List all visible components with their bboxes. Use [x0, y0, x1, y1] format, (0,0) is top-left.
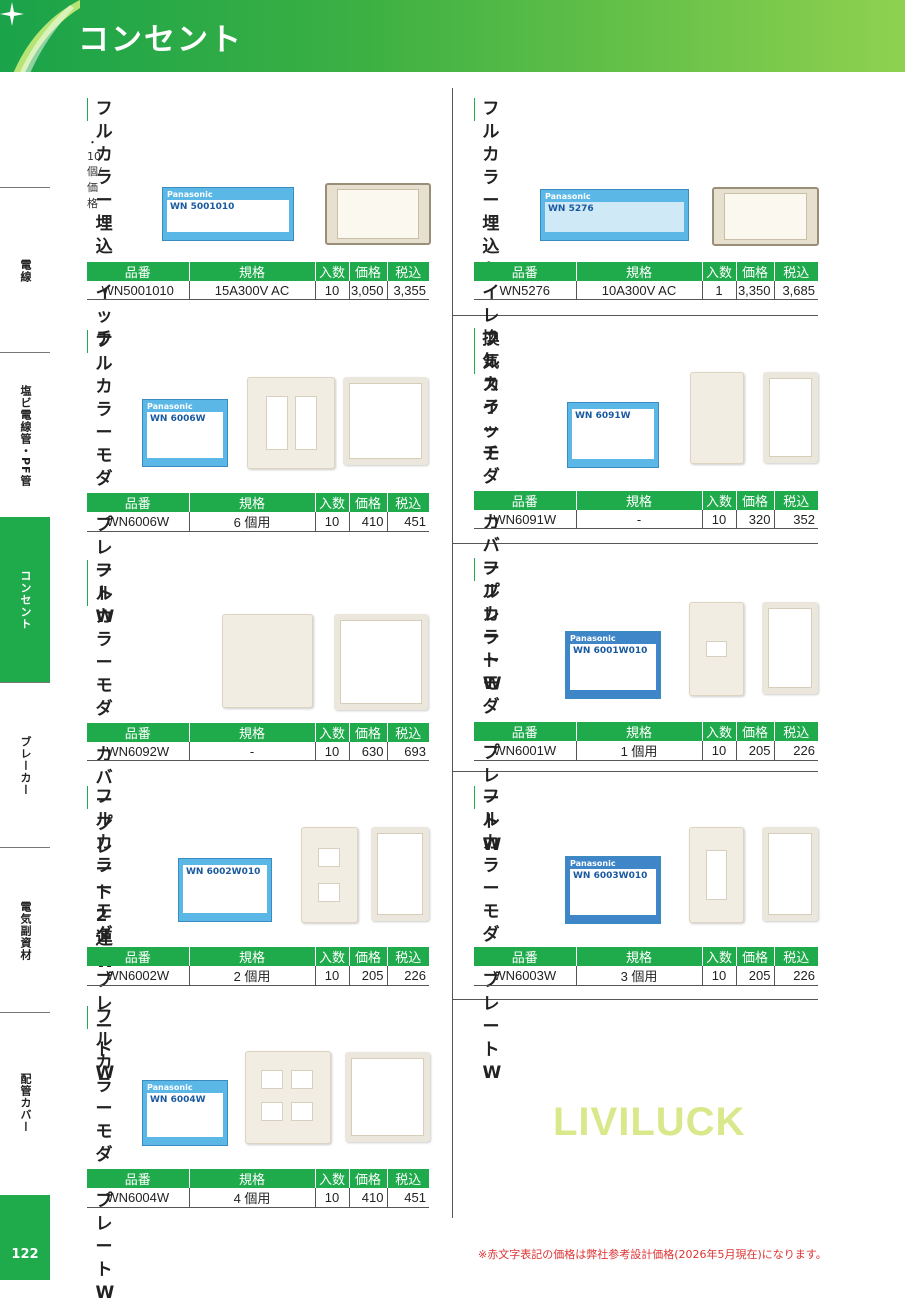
frame-image	[762, 602, 818, 694]
page-title: コンセント	[78, 22, 243, 58]
page-header: コンセント	[0, 0, 905, 160]
row-divider	[452, 999, 818, 1000]
frame-image	[763, 372, 818, 463]
brand-watermark: LIVILUCK	[553, 1100, 746, 1144]
row-divider	[452, 771, 818, 772]
sidebar-tab-fukushizai[interactable]: 電気副資材	[0, 847, 50, 1013]
column-divider	[452, 88, 453, 1218]
frame-image	[371, 827, 429, 921]
plate-image	[301, 827, 358, 923]
package-image: Panasonic WN 5276	[540, 189, 689, 241]
plate-image	[247, 377, 335, 469]
sidebar-tab-consent[interactable]: コンセント	[0, 517, 50, 682]
product-title: フルカラーモダンプレート W	[95, 331, 115, 627]
frame-image	[334, 614, 428, 710]
product-title: フルカラー埋込スイッチ	[95, 99, 113, 349]
product-title: フルカラー埋込トイレ換気スイッチ	[482, 99, 500, 464]
plate-image	[222, 614, 313, 708]
price-footnote: ※赤文字表記の価格は弊社参考設計価格(2026年5月現在)になります。	[478, 1248, 827, 1261]
package-image: Panasonic WN 6003W010	[565, 856, 661, 924]
plate-image	[245, 1051, 331, 1144]
switch-image	[325, 183, 431, 245]
package-image: Panasonic WN 6006W	[142, 399, 228, 467]
product-title: フルカラーモダンプレート W	[95, 787, 115, 1083]
product-title: フルカラーモダン カバープレート 2 連 W	[95, 561, 115, 972]
package-image: WN 6091W	[567, 402, 659, 468]
switch-image	[712, 187, 819, 246]
plate-image	[689, 602, 744, 696]
package-image: WN 6002W010	[178, 858, 272, 922]
product-title: フルカラーモダン カバープレート W	[482, 329, 502, 694]
row-divider	[452, 315, 818, 316]
package-image: Panasonic WN 5001010	[162, 187, 294, 241]
product-title: フルカラーモダンプレート W	[482, 559, 502, 855]
sidebar-tab-haikan[interactable]: 配管カバー	[0, 1012, 50, 1193]
frame-image	[345, 1052, 430, 1142]
product-title: フルカラーモダンプレート W	[95, 1007, 115, 1303]
page-number: 122	[0, 1195, 50, 1280]
package-image: Panasonic WN 6004W	[142, 1080, 228, 1146]
plate-image	[690, 372, 744, 464]
product-title: フルカラーモダンプレート W	[482, 787, 502, 1083]
product-note: ・10個/価格	[87, 136, 102, 210]
frame-image	[762, 827, 818, 921]
sidebar-tab-breaker[interactable]: ブレーカー	[0, 682, 50, 848]
sidebar: 電線 塩ビ電線管・PF管 コンセント ブレーカー 電気副資材 配管カバー	[0, 72, 50, 1280]
sidebar-tab-enbi[interactable]: 塩ビ電線管・PF管	[0, 352, 50, 518]
plate-image	[689, 827, 744, 923]
package-image: Panasonic WN 6001W010	[565, 631, 661, 699]
frame-image	[343, 377, 428, 465]
sidebar-tab-densen[interactable]: 電線	[0, 187, 50, 353]
row-divider	[452, 543, 818, 544]
